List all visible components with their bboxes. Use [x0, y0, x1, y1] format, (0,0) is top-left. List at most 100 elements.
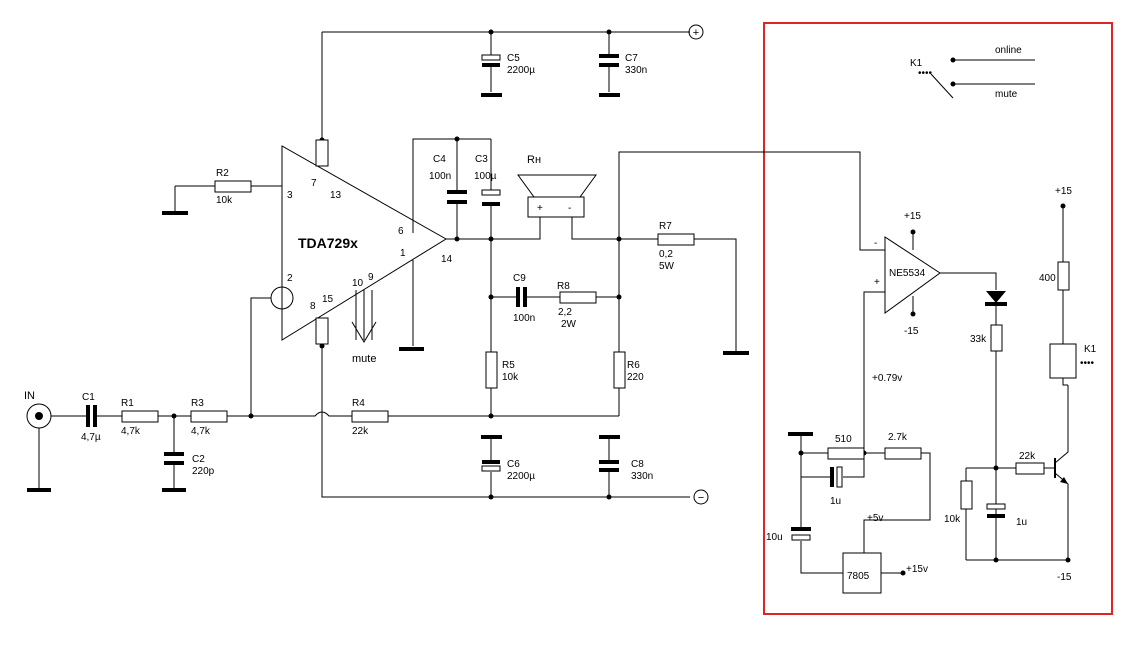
c1u-a-label: 1u	[830, 496, 841, 507]
speaker-minus: -	[568, 203, 571, 214]
feedback-network: R5 10k R6 220 R4 22k	[248, 236, 644, 437]
positive-terminal-label: +	[693, 27, 699, 39]
opamp-plus: +	[874, 277, 880, 288]
r2k7-label: 2.7k	[888, 432, 908, 443]
pin-15: 15	[322, 294, 334, 305]
r7-name: R7	[659, 221, 672, 232]
speaker-label: Rн	[527, 154, 541, 166]
relay-contacts-dots: ••••	[918, 68, 933, 79]
pin-7: 7	[311, 178, 317, 189]
reg-name: 7805	[847, 571, 870, 582]
r5-value: 10k	[502, 372, 519, 383]
vcc-label: +15	[1055, 186, 1072, 197]
mute-label: mute	[352, 353, 376, 365]
capacitor-c8: C8 330n	[599, 435, 653, 497]
capacitor-c5: C5 2200µ	[481, 32, 535, 97]
pin-13: 13	[330, 190, 342, 201]
c3-value: 100µ	[474, 171, 497, 182]
c2-name: C2	[192, 454, 205, 465]
vee-label: -15	[1057, 572, 1072, 583]
c1-name: C1	[82, 392, 95, 403]
r3-value: 4,7k	[191, 426, 211, 437]
pin-2: 2	[287, 273, 293, 284]
regulator-7805: 7805 +15v	[842, 552, 928, 594]
r7-value: 0,2	[659, 249, 673, 260]
c10u-label: 10u	[766, 532, 783, 543]
capacitor-c7: C7 330n	[599, 32, 647, 97]
speaker: + - Rн	[517, 154, 619, 240]
r400-label: 400	[1039, 273, 1056, 284]
r4-name: R4	[352, 398, 365, 409]
r3-name: R3	[191, 398, 204, 409]
c8-name: C8	[631, 459, 644, 470]
relay-online-label: online	[995, 45, 1022, 56]
pin-14: 14	[441, 254, 453, 265]
zobel-network: C9 100n R8 2,2 2W	[491, 273, 619, 330]
input-jack: IN	[24, 390, 52, 492]
c7-name: C7	[625, 53, 638, 64]
resistor-r2: R2 10k	[162, 168, 282, 215]
r2-value: 10k	[216, 195, 233, 206]
pin-3: 3	[287, 190, 293, 201]
pin-1: 1	[400, 248, 406, 259]
negative-terminal: −	[693, 489, 709, 505]
speaker-plus: +	[537, 203, 543, 214]
relay-driver: +15 400 K1 ••••	[1039, 186, 1097, 560]
positive-terminal: +	[688, 24, 704, 40]
relay-contacts: K1 •••• online mute	[910, 45, 1035, 100]
opamp-minus: -	[874, 238, 877, 249]
c6-name: C6	[507, 459, 520, 470]
relay-mute-label: mute	[995, 89, 1018, 100]
r4-value: 22k	[352, 426, 369, 437]
opamp-vminus: -15	[904, 326, 919, 337]
bootstrap-network: C4 100n C3 100µ	[399, 136, 501, 351]
bias-voltage: +0.79v	[872, 373, 902, 384]
relay-contacts-name: K1	[910, 58, 923, 69]
c5-value: 2200µ	[507, 65, 535, 76]
r2-name: R2	[216, 168, 229, 179]
bias-network: +0.79v 510 2.7k 1u 10u +5v	[766, 291, 931, 574]
opamp-name: NE5534	[889, 268, 926, 279]
rectifier-chain: 33k 10k 1u 22k -15	[940, 272, 1072, 583]
r1-value: 4,7k	[121, 426, 141, 437]
pin-10: 10	[352, 278, 364, 289]
c4-name: C4	[433, 154, 446, 165]
reg-out-label: +5v	[867, 513, 883, 524]
pin-8: 8	[310, 301, 316, 312]
negative-terminal-label: −	[698, 492, 704, 504]
relay-coil-name: K1	[1084, 344, 1097, 355]
output-stage	[446, 217, 541, 300]
r10k-label: 10k	[944, 514, 961, 525]
c6-value: 2200µ	[507, 471, 535, 482]
r8-value2: 2W	[561, 319, 577, 330]
ic-name: TDA729x	[298, 235, 358, 251]
relay-coil-dots: ••••	[1080, 358, 1095, 369]
reg-in-label: +15v	[906, 564, 928, 575]
c1u-b-label: 1u	[1016, 517, 1027, 528]
c5-name: C5	[507, 53, 520, 64]
r1-name: R1	[121, 398, 134, 409]
c3-name: C3	[475, 154, 488, 165]
c9-name: C9	[513, 273, 526, 284]
amplifier-ic: TDA729x 3 7 13 6 1 14 2 8 15 10 9	[270, 139, 453, 345]
c8-value: 330n	[631, 471, 653, 482]
c2-value: 220p	[192, 466, 215, 477]
r6-value: 220	[627, 372, 644, 383]
r510-label: 510	[835, 434, 852, 445]
sense-resistor: R7 0,2 5W	[619, 221, 749, 355]
detector-frame	[763, 22, 1113, 615]
c4-value: 100n	[429, 171, 451, 182]
pin-6: 6	[398, 226, 404, 237]
c7-value: 330n	[625, 65, 647, 76]
sense-wire	[618, 151, 885, 251]
r5-name: R5	[502, 360, 515, 371]
mute-control: mute	[351, 290, 376, 365]
input-chain: C1 4,7µ R1 4,7k R3 4,7k C2 220p	[51, 392, 251, 492]
r22k-label: 22k	[1019, 451, 1036, 462]
pin-9: 9	[368, 272, 374, 283]
detector-opamp: NE5534 - + +15 -15	[874, 211, 941, 337]
input-label: IN	[24, 390, 35, 402]
r8-name: R8	[557, 281, 570, 292]
r6-name: R6	[627, 360, 640, 371]
r7-value2: 5W	[659, 261, 675, 272]
